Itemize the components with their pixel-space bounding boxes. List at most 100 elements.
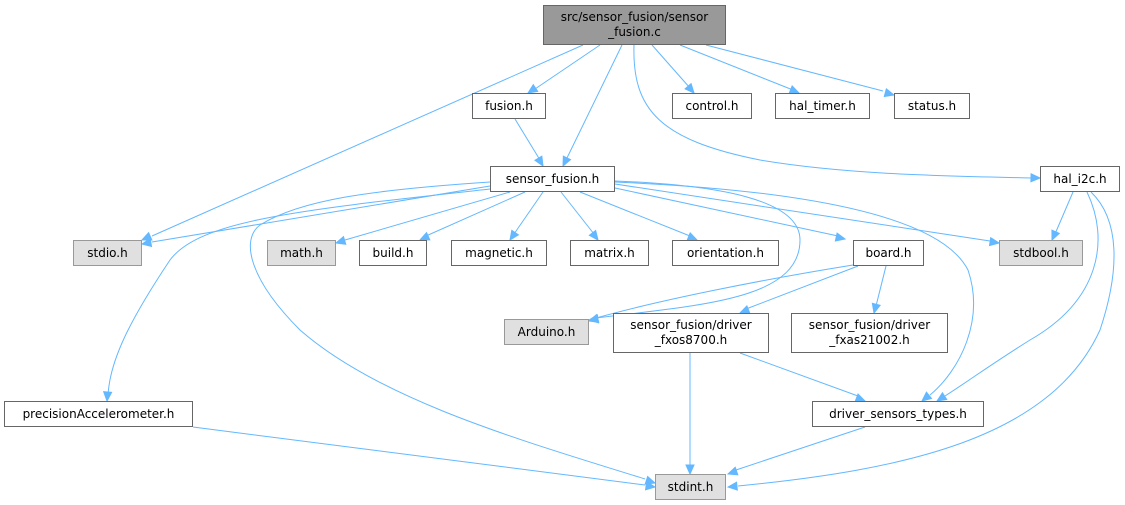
edge-sensor-fusion-h-to-stdint-h <box>249 181 657 485</box>
edge-dst-h-to-stdint-h <box>726 426 866 476</box>
node-math-h[interactable]: math.h <box>267 240 336 266</box>
edge-sensor-fusion-h-to-stdbool-h <box>614 183 1001 247</box>
node-driver-sensors-types-h[interactable]: driver_sensors_types.h <box>812 401 984 427</box>
edge-root-to-hal-timer-h <box>679 44 801 94</box>
arrowhead-icon <box>935 391 948 402</box>
arrowhead-icon <box>562 155 572 168</box>
node-magnetic-h[interactable]: magnetic.h <box>451 240 547 266</box>
edge-line <box>514 118 541 161</box>
node-sensor-fusion-c[interactable]: src/sensor_fusion/sensor _fusion.c <box>543 5 726 45</box>
node-board-h[interactable]: board.h <box>853 240 924 266</box>
edge-root-to-status-h <box>705 44 896 98</box>
edge-line <box>560 191 595 235</box>
arrowhead-icon <box>684 82 695 94</box>
edge-sensor-fusion-h-to-dst-h <box>614 181 975 402</box>
edge-line <box>425 191 526 237</box>
arrowhead-icon <box>334 235 347 245</box>
arrowhead-icon <box>526 83 539 94</box>
arrowhead-icon <box>102 391 113 403</box>
edge-hal-i2c-h-to-dst-h <box>935 191 1099 402</box>
node-status-h[interactable]: status.h <box>894 93 970 119</box>
edge-line <box>739 352 859 397</box>
edge-root-to-hal-i2c-h <box>633 44 1042 183</box>
arrowhead-icon <box>1030 173 1042 183</box>
node-build-h[interactable]: build.h <box>359 240 427 266</box>
arrowhead-icon <box>921 391 933 402</box>
arrowhead-icon <box>418 231 431 241</box>
arrowhead-icon <box>140 237 153 248</box>
node-hal-timer-h[interactable]: hal_timer.h <box>775 93 870 119</box>
edge-sensor-fusion-h-to-orientation-h <box>579 191 699 241</box>
edge-line <box>633 44 1033 179</box>
edge-root-to-control-h <box>651 44 695 94</box>
edge-root-to-stdio-h <box>140 44 584 241</box>
edge-board-h-to-arduino-h <box>587 264 854 323</box>
arrowhead-icon <box>534 155 544 168</box>
arrowhead-icon <box>834 232 847 242</box>
edge-root-to-sensor-fusion-h <box>562 44 623 168</box>
edge-sensor-fusion-h-to-math-h <box>334 191 511 245</box>
node-stdbool-h[interactable]: stdbool.h <box>999 240 1083 266</box>
node-stdint-h[interactable]: stdint.h <box>655 474 726 500</box>
edge-fxos8700-h-to-dst-h <box>739 352 867 403</box>
edge-fusion-h-to-sensor-fusion-h <box>514 118 544 168</box>
arrowhead-icon <box>1051 229 1061 242</box>
node-hal-i2c-h[interactable]: hal_i2c.h <box>1040 166 1120 192</box>
edge-line <box>614 183 991 242</box>
edge-line <box>614 187 839 237</box>
edge-sensor-fusion-h-to-board-h <box>614 187 847 242</box>
edge-line <box>565 44 623 161</box>
node-driver-fxos8700-h[interactable]: sensor_fusion/driver _fxos8700.h <box>613 313 769 353</box>
edge-line <box>614 181 975 396</box>
edge-line <box>534 44 601 90</box>
edge-fxos8700-h-to-stdint-h <box>685 353 695 476</box>
edge-line <box>1054 191 1074 235</box>
edge-hal-i2c-h-to-stdbool-h <box>1051 191 1074 242</box>
edge-line <box>735 426 866 471</box>
node-control-h[interactable]: control.h <box>672 93 752 119</box>
arrowhead-icon <box>883 87 896 98</box>
edge-line <box>249 181 646 480</box>
node-fusion-h[interactable]: fusion.h <box>472 93 546 119</box>
edge-line <box>651 44 691 89</box>
arrowhead-icon <box>988 236 1001 247</box>
node-stdio-h[interactable]: stdio.h <box>73 240 142 266</box>
edge-line <box>192 426 646 486</box>
edge-precision-h-to-stdint-h <box>192 426 657 491</box>
node-driver-fxas21002-h[interactable]: sensor_fusion/driver _fxas21002.h <box>791 313 948 353</box>
edge-line <box>151 44 584 237</box>
edge-line <box>579 191 691 237</box>
edge-line <box>705 44 884 92</box>
arrowhead-icon <box>726 481 738 491</box>
arrowhead-icon <box>871 302 881 315</box>
arrowhead-icon <box>509 229 520 242</box>
arrowhead-icon <box>644 481 657 491</box>
arrowhead-icon <box>140 231 153 241</box>
node-matrix-h[interactable]: matrix.h <box>570 240 649 266</box>
edge-line <box>875 265 887 307</box>
node-orientation-h[interactable]: orientation.h <box>672 240 779 266</box>
edge-sensor-fusion-h-to-matrix-h <box>560 191 599 241</box>
edge-board-h-to-fxas21002-h <box>871 265 887 315</box>
arrowhead-icon <box>685 464 695 476</box>
edge-line <box>745 265 859 310</box>
arrowhead-icon <box>588 229 599 241</box>
edge-line <box>513 191 544 235</box>
edge-sensor-fusion-h-to-build-h <box>418 191 526 241</box>
arrowhead-icon <box>726 466 739 476</box>
edge-hal-i2c-h-to-stdint-h <box>726 191 1115 491</box>
arrowhead-icon <box>587 313 600 323</box>
edge-sensor-fusion-h-to-magnetic-h <box>509 191 544 242</box>
edge-line <box>344 191 511 241</box>
node-precision-accelerometer-h[interactable]: precisionAccelerometer.h <box>4 401 193 427</box>
edge-line <box>595 264 854 319</box>
edge-line <box>107 188 491 396</box>
edge-sensor-fusion-h-to-precision-h <box>102 188 491 403</box>
edge-root-to-fusion-h <box>526 44 601 94</box>
edge-line <box>944 191 1099 397</box>
edge-line <box>679 44 794 91</box>
node-arduino-h[interactable]: Arduino.h <box>504 319 589 345</box>
node-sensor-fusion-h[interactable]: sensor_fusion.h <box>490 166 615 192</box>
